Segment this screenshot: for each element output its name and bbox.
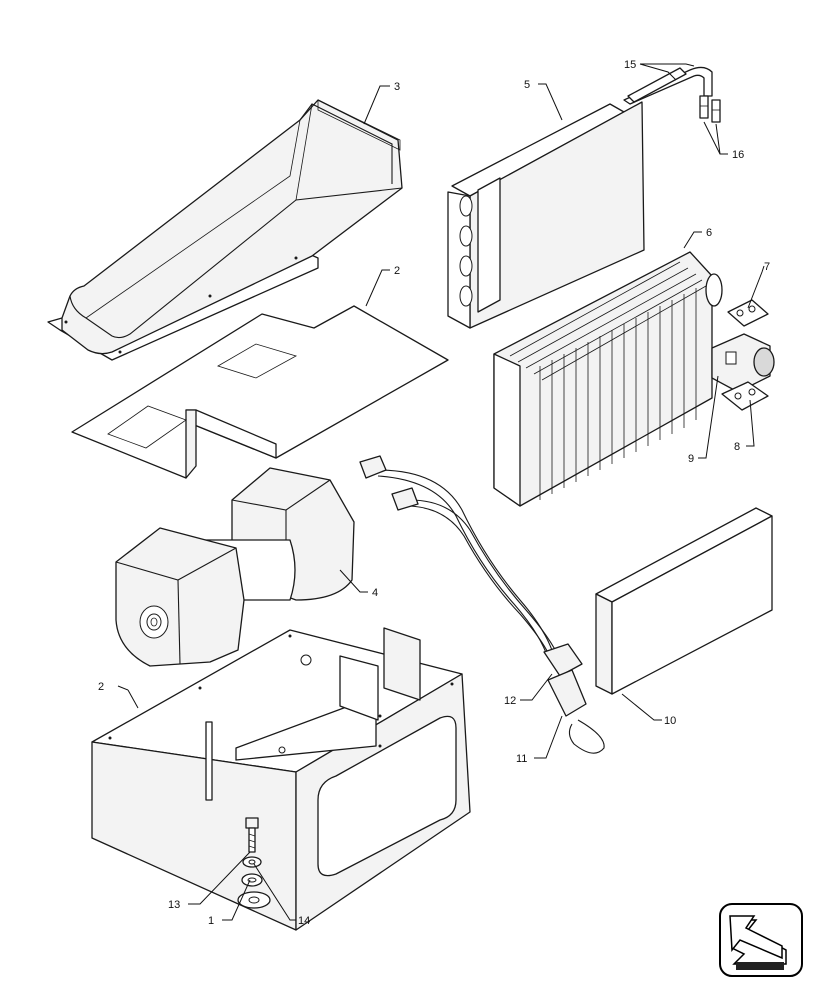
filter-panel-part-10 bbox=[595, 507, 773, 695]
wiring-harness-part-12 bbox=[359, 455, 587, 717]
fittings-part-16 bbox=[699, 95, 721, 123]
gasket-part-7 bbox=[727, 299, 769, 327]
temperature-sensor-part-11 bbox=[568, 719, 605, 754]
bolt-part-13 bbox=[245, 817, 259, 853]
next-page-arrow-icon[interactable] bbox=[719, 903, 803, 977]
callout-4: 4 bbox=[372, 587, 378, 599]
callout-13: 13 bbox=[168, 899, 180, 911]
cover-plate-part-2 bbox=[71, 305, 449, 479]
callout-labels: 3 2 4 2 5 6 7 8 9 10 11 12 13 1 14 15 16 bbox=[98, 59, 770, 927]
leader-lines bbox=[117, 63, 765, 921]
callout-15: 15 bbox=[624, 59, 636, 71]
heater-core-part-5 bbox=[447, 66, 713, 329]
callout-2-bottom: 2 bbox=[98, 681, 104, 693]
callout-6: 6 bbox=[706, 227, 712, 239]
callout-9: 9 bbox=[688, 453, 694, 465]
callout-16: 16 bbox=[732, 149, 744, 161]
evaporator-part-6 bbox=[493, 251, 723, 507]
gasket-part-8 bbox=[721, 381, 769, 411]
callout-12: 12 bbox=[504, 695, 516, 707]
callout-1: 1 bbox=[208, 915, 214, 927]
washer-part-14 bbox=[241, 856, 263, 887]
housing-box-part-2 bbox=[91, 627, 471, 931]
callout-11: 11 bbox=[516, 753, 527, 765]
callout-8: 8 bbox=[734, 441, 740, 453]
callout-7: 7 bbox=[764, 261, 770, 273]
air-duct-part-3 bbox=[47, 99, 403, 361]
callout-10: 10 bbox=[664, 715, 676, 727]
nut-part-1 bbox=[237, 891, 271, 909]
blower-motor-part-4 bbox=[115, 467, 355, 667]
callout-2-top: 2 bbox=[394, 265, 400, 277]
callout-14: 14 bbox=[298, 915, 310, 927]
expansion-valve-part-9 bbox=[711, 333, 775, 393]
callout-3: 3 bbox=[394, 81, 400, 93]
callout-5: 5 bbox=[524, 79, 530, 91]
